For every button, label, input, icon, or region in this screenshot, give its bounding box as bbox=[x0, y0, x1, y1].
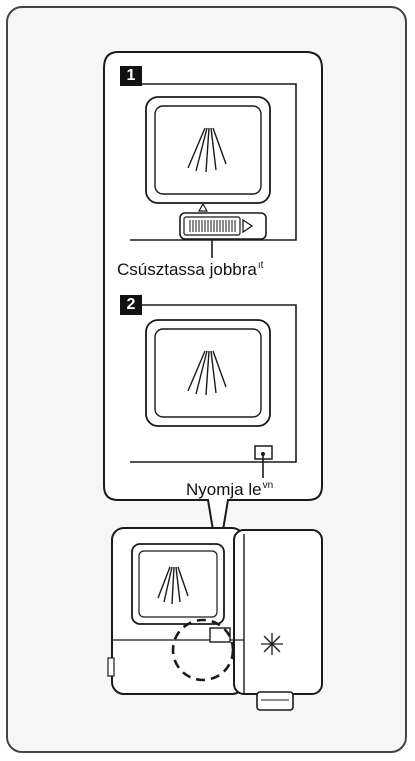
slider-grip bbox=[189, 220, 236, 232]
highlight-circle bbox=[171, 618, 235, 682]
step2-caption-text: Nyomja le bbox=[186, 480, 262, 499]
step2-caption-suffix: vn bbox=[262, 480, 274, 491]
step1-caption-text: Csúsztassa jobbra bbox=[117, 260, 257, 279]
spray-icon bbox=[157, 566, 189, 605]
step1-panel bbox=[130, 83, 297, 241]
step1-window-inner bbox=[154, 105, 262, 195]
spray-icon bbox=[187, 350, 227, 396]
step1-window-outer bbox=[145, 96, 271, 204]
step2-window-inner bbox=[154, 328, 262, 418]
arrow-right-icon bbox=[242, 218, 254, 234]
spray-icon bbox=[187, 127, 227, 173]
sun-icon bbox=[261, 633, 283, 655]
step1-number: 1 bbox=[120, 66, 142, 86]
step1-caption-suffix: ıt bbox=[257, 260, 264, 271]
step2-panel bbox=[130, 304, 297, 463]
step2-number: 2 bbox=[120, 295, 142, 315]
dispenser-latch bbox=[256, 691, 294, 711]
dispenser-right-body bbox=[233, 529, 323, 695]
step1-caption: Csúsztassa jobbraıt bbox=[117, 260, 263, 280]
step2-caption: Nyomja levn bbox=[186, 480, 273, 500]
arrow-up-icon bbox=[197, 202, 209, 212]
step2-window-outer bbox=[145, 319, 271, 427]
